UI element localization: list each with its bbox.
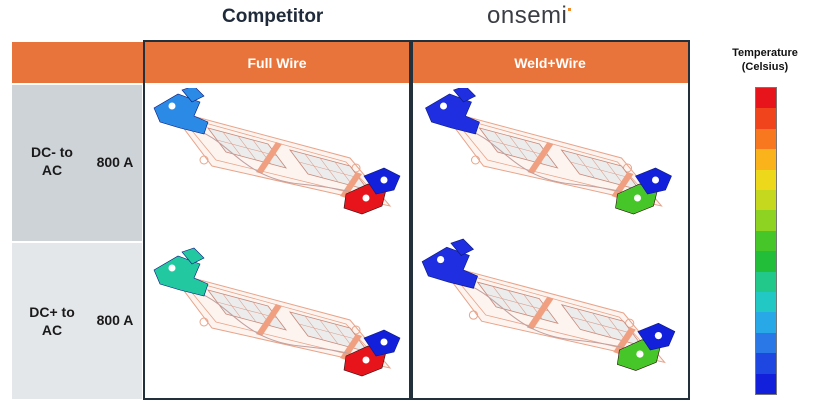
- row-label-dc-plus: DC+ to AC 800 A: [12, 243, 142, 399]
- terminal-hole: [362, 194, 370, 202]
- legend-color-step: [756, 292, 776, 313]
- bus-strip: [527, 142, 554, 174]
- logo-dot: [568, 8, 572, 11]
- module-thermal-render: [425, 88, 672, 215]
- legend-color-step: [756, 149, 776, 170]
- legend-color-step: [756, 373, 776, 395]
- bus-strip: [340, 334, 362, 360]
- legend-color-step: [756, 230, 776, 252]
- onsemi-logo: onsemi: [487, 2, 572, 30]
- grid-line: [486, 294, 549, 312]
- column-header-weld-wire: Weld+Wire: [514, 54, 586, 71]
- terminal-left: [153, 93, 209, 135]
- legend-title-line2: (Celsius): [741, 61, 789, 73]
- terminal-left: [153, 255, 209, 297]
- temperature-color-scale: [755, 87, 777, 395]
- bus-strip: [526, 296, 554, 330]
- terminal-hole: [634, 194, 641, 202]
- terminal-hole: [380, 176, 388, 184]
- legend-color-step: [756, 332, 776, 354]
- mounting-hole: [471, 155, 480, 165]
- row-label-line2: AC: [41, 322, 63, 338]
- legend-color-step: [756, 128, 776, 150]
- bus-strip: [256, 142, 282, 174]
- column-header-full-wire: Full Wire: [247, 54, 307, 71]
- legend-color-step: [756, 190, 776, 211]
- grid-line: [216, 301, 278, 319]
- row-label-text: DC- to AC: [12, 143, 92, 179]
- row-current: 800 A: [96, 154, 134, 170]
- module-thermal-render: [153, 247, 401, 377]
- bus-strip: [611, 172, 634, 198]
- row-label-line1: DC- to: [31, 144, 73, 160]
- legend-color-step: [756, 353, 776, 374]
- module-thermal-render: [153, 88, 401, 215]
- terminal-hole: [437, 255, 445, 264]
- row-label-line1: DC+ to: [29, 304, 75, 320]
- legend-color-step: [756, 169, 776, 191]
- grid-line: [488, 139, 549, 157]
- terminal-hole: [636, 350, 644, 358]
- legend-title: Temperature (Celsius): [720, 46, 810, 74]
- terminal-hole: [652, 176, 659, 184]
- grid-line: [571, 316, 633, 334]
- legend-color-step: [756, 108, 776, 129]
- legend-color-step: [756, 251, 776, 272]
- legend-title-line1: Temperature: [732, 47, 798, 59]
- row-current: 800 A: [96, 312, 134, 328]
- row-label-line2: AC: [41, 162, 63, 178]
- row-label-dc-minus: DC- to AC 800 A: [12, 85, 142, 241]
- grid-line: [570, 161, 631, 179]
- row-label-text: DC+ to AC: [12, 303, 92, 339]
- header-bar: [12, 42, 688, 83]
- terminal-left-tab: [452, 88, 477, 103]
- legend-color-step: [756, 271, 776, 293]
- terminal-hole: [168, 102, 176, 110]
- frame-weld-wire: [411, 40, 690, 400]
- grid-line: [216, 139, 278, 157]
- bus-strip: [256, 304, 282, 336]
- frame-full-wire: [143, 40, 411, 400]
- bus-strip: [340, 172, 362, 198]
- terminal-hole: [168, 264, 176, 272]
- grid-line: [298, 323, 360, 341]
- terminal-left-tab: [181, 247, 205, 265]
- terminal-hole: [440, 102, 447, 110]
- terminal-left-tab: [181, 88, 205, 103]
- terminal-left: [421, 246, 478, 289]
- onsemi-logo-text: onsemi: [487, 2, 568, 29]
- legend-color-step: [756, 312, 776, 333]
- terminal-hole: [654, 332, 663, 340]
- mounting-hole: [468, 310, 479, 320]
- terminal-hole: [362, 356, 370, 364]
- legend-color-step: [756, 210, 776, 231]
- legend-color-step: [756, 88, 776, 109]
- bus-strip: [613, 327, 636, 355]
- terminal-hole: [380, 338, 388, 346]
- terminal-left-tab: [450, 238, 475, 256]
- mounting-hole: [199, 317, 209, 327]
- terminal-left: [425, 93, 480, 135]
- module-thermal-render: [421, 238, 676, 371]
- mounting-hole: [199, 155, 209, 165]
- mounting-hole: [625, 318, 635, 328]
- competitor-label: Competitor: [222, 6, 324, 27]
- grid-line: [298, 161, 360, 179]
